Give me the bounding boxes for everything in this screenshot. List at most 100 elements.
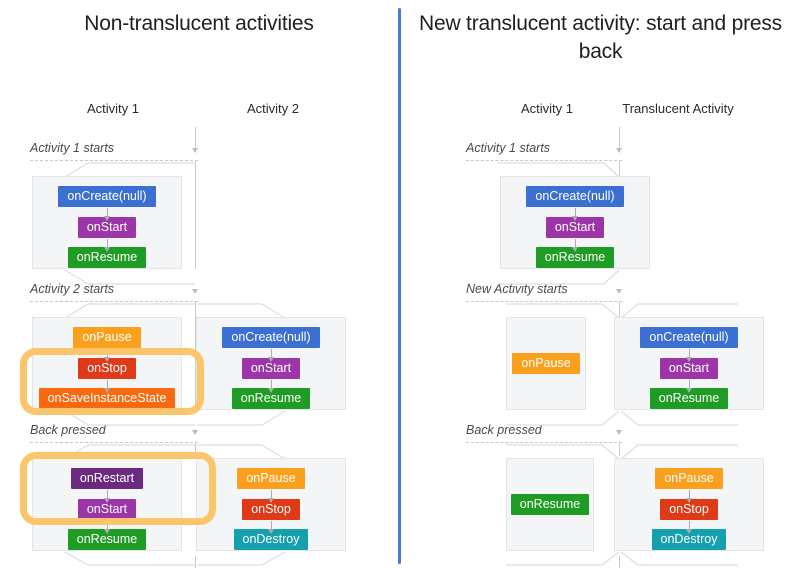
right-event-label-3: Back pressed	[466, 423, 546, 437]
badge-onStop: onStop	[660, 498, 718, 520]
left-event-activity-1-starts: Activity 1 starts	[30, 141, 198, 161]
left-group-activity2-start-col1: onPause onStop onSaveInstanceState	[32, 317, 182, 410]
left-event-dash-1	[30, 160, 198, 161]
badge-onRestart: onRestart	[70, 468, 144, 489]
right-group-back-pressed-col2: onPause onStop onDestroy	[614, 458, 764, 551]
arrow-down-icon	[685, 379, 694, 392]
left-event-back-pressed: Back pressed	[30, 423, 198, 443]
arrow-down-icon	[571, 238, 580, 251]
right-column-header-activity-1: Activity 1	[520, 101, 573, 116]
right-event-dash-3	[466, 442, 622, 443]
badge-onResume: onResume	[67, 247, 147, 268]
badge-onStart: onStart	[241, 357, 301, 379]
right-connector-1-top	[466, 160, 626, 178]
left-spine-seg-1	[195, 127, 196, 151]
badge-onStart: onStart	[659, 357, 719, 379]
right-spine-arrow-1	[615, 148, 622, 153]
badge-onPause: onPause	[73, 327, 141, 348]
arrow-down-icon	[103, 520, 112, 533]
arrow-down-icon	[103, 490, 112, 503]
badge-onResume: onResume	[649, 388, 729, 409]
arrow-down-icon	[267, 490, 276, 503]
right-group-back-pressed-col1: onResume	[506, 458, 594, 551]
arrow-down-icon	[685, 490, 694, 503]
left-group-back-pressed-col2: onPause onStop onDestroy	[196, 458, 346, 551]
left-spine-seg-5	[195, 556, 196, 568]
left-spine-arrow-3	[191, 430, 198, 435]
right-spine-seg-4	[619, 442, 620, 456]
badge-onPause: onPause	[512, 353, 580, 374]
right-spine-arrow-3	[615, 430, 622, 435]
panel-non-translucent: Non-translucent activities Activity 1 Ac…	[0, 0, 398, 568]
badge-onPause: onPause	[655, 468, 723, 489]
right-group-new-activity-col2: onCreate(null) onStart onResume	[614, 317, 764, 410]
right-event-dash-1	[466, 160, 622, 161]
left-spine-arrow-1	[191, 148, 198, 153]
arrow-down-icon	[267, 520, 276, 533]
badge-onResume: onResume	[535, 247, 615, 268]
right-connector-3-bottom	[466, 551, 756, 568]
right-event-label-1: Activity 1 starts	[466, 141, 555, 155]
badge-onCreate: onCreate(null)	[222, 327, 320, 348]
right-event-dash-2	[466, 301, 622, 302]
right-event-new-activity-starts: New Activity starts	[466, 282, 622, 302]
left-event-label-3: Back pressed	[30, 423, 110, 437]
left-event-label-1: Activity 1 starts	[30, 141, 119, 155]
right-column-header-translucent-activity: Translucent Activity	[622, 101, 734, 116]
arrow-down-icon	[571, 208, 580, 221]
arrow-down-icon	[103, 208, 112, 221]
badge-onStart: onStart	[545, 216, 605, 238]
right-panel-title: New translucent activity: start and pres…	[419, 12, 782, 63]
left-connector-2-top	[30, 301, 320, 319]
left-group-back-pressed-col1: onRestart onStart onResume	[32, 458, 182, 551]
right-connector-2-bottom	[466, 410, 756, 428]
left-group-activity2-start-col2: onCreate(null) onStart onResume	[196, 317, 346, 410]
badge-onDestroy: onDestroy	[651, 529, 727, 550]
right-group-activity1-start: onCreate(null) onStart onResume	[500, 176, 650, 269]
left-connector-1-bottom	[30, 269, 200, 287]
arrow-down-icon	[685, 520, 694, 533]
badge-onResume: onResume	[231, 388, 311, 409]
badge-onDestroy: onDestroy	[233, 529, 309, 550]
left-connector-3-bottom	[30, 551, 320, 568]
right-event-activity-1-starts: Activity 1 starts	[466, 141, 622, 161]
arrow-down-icon	[685, 349, 694, 362]
badge-onResume: onResume	[510, 494, 590, 515]
right-spine-seg-5	[619, 556, 620, 568]
badge-onPause: onPause	[237, 468, 305, 489]
left-panel-title: Non-translucent activities	[84, 12, 314, 35]
left-event-label-2: Activity 2 starts	[30, 282, 119, 296]
left-spine-seg-2	[195, 160, 196, 269]
right-group-new-activity-col1: onPause	[506, 317, 586, 410]
right-spine-seg-1	[619, 127, 620, 151]
right-event-back-pressed: Back pressed	[466, 423, 622, 443]
left-group-activity1-start: onCreate(null) onStart onResume	[32, 176, 182, 269]
left-event-activity-2-starts: Activity 2 starts	[30, 282, 198, 302]
badge-onStart: onStart	[77, 498, 137, 520]
badge-onStop: onStop	[78, 357, 136, 379]
right-event-label-2: New Activity starts	[466, 282, 572, 296]
left-spine-seg-4	[195, 442, 196, 456]
badge-onCreate: onCreate(null)	[58, 186, 156, 207]
arrow-down-icon	[267, 349, 276, 362]
badge-onStop: onStop	[242, 498, 300, 520]
badge-onCreate: onCreate(null)	[526, 186, 624, 207]
left-event-dash-3	[30, 442, 198, 443]
right-connector-3-top	[466, 442, 756, 460]
left-event-dash-2	[30, 301, 198, 302]
right-connector-1-bottom	[466, 269, 626, 287]
left-column-header-activity-2: Activity 2	[246, 101, 299, 116]
left-spine-arrow-2	[191, 289, 198, 294]
badge-onCreate: onCreate(null)	[640, 327, 738, 348]
arrow-down-icon	[103, 349, 112, 362]
panel-translucent: New translucent activity: start and pres…	[401, 0, 800, 568]
badge-onStart: onStart	[77, 216, 137, 238]
panel-divider	[398, 8, 401, 564]
badge-onSaveInstanceState: onSaveInstanceState	[38, 388, 176, 409]
arrow-down-icon	[103, 379, 112, 392]
right-spine-arrow-2	[615, 289, 622, 294]
left-column-header-activity-1: Activity 1	[86, 101, 139, 116]
left-connector-2-bottom	[30, 410, 320, 428]
left-spine-seg-3	[195, 301, 196, 410]
